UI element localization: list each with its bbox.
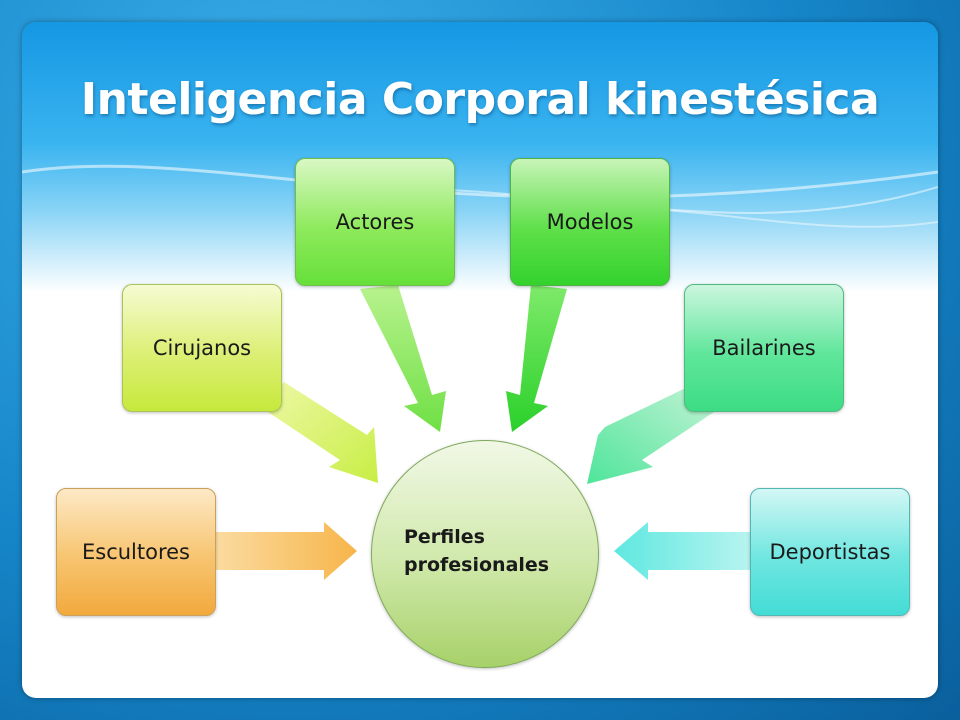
node-bailarines: Bailarines <box>684 284 844 412</box>
node-label: Deportistas <box>769 540 891 564</box>
node-escultores: Escultores <box>56 488 216 616</box>
node-cirujanos: Cirujanos <box>122 284 282 412</box>
slide: Inteligencia Corporal kinestésica Escult… <box>22 22 938 698</box>
node-label: Cirujanos <box>152 336 252 360</box>
center-circle: Perfiles profesionales <box>371 440 599 668</box>
node-label: Escultores <box>81 540 190 564</box>
arrow-actores <box>360 285 446 432</box>
node-label: Actores <box>335 210 415 234</box>
arrow-escultores <box>216 522 357 580</box>
node-modelos: Modelos <box>510 158 670 286</box>
center-label: Perfiles profesionales <box>404 526 550 576</box>
arrow-modelos <box>506 285 567 432</box>
slide-title: Inteligencia Corporal kinestésica <box>80 74 880 125</box>
node-deportistas: Deportistas <box>750 488 910 616</box>
arrow-deportistas <box>614 522 752 580</box>
arrow-cirujanos <box>262 382 378 483</box>
node-label: Bailarines <box>712 336 816 360</box>
node-label: Modelos <box>546 210 634 234</box>
node-actores: Actores <box>295 158 455 286</box>
